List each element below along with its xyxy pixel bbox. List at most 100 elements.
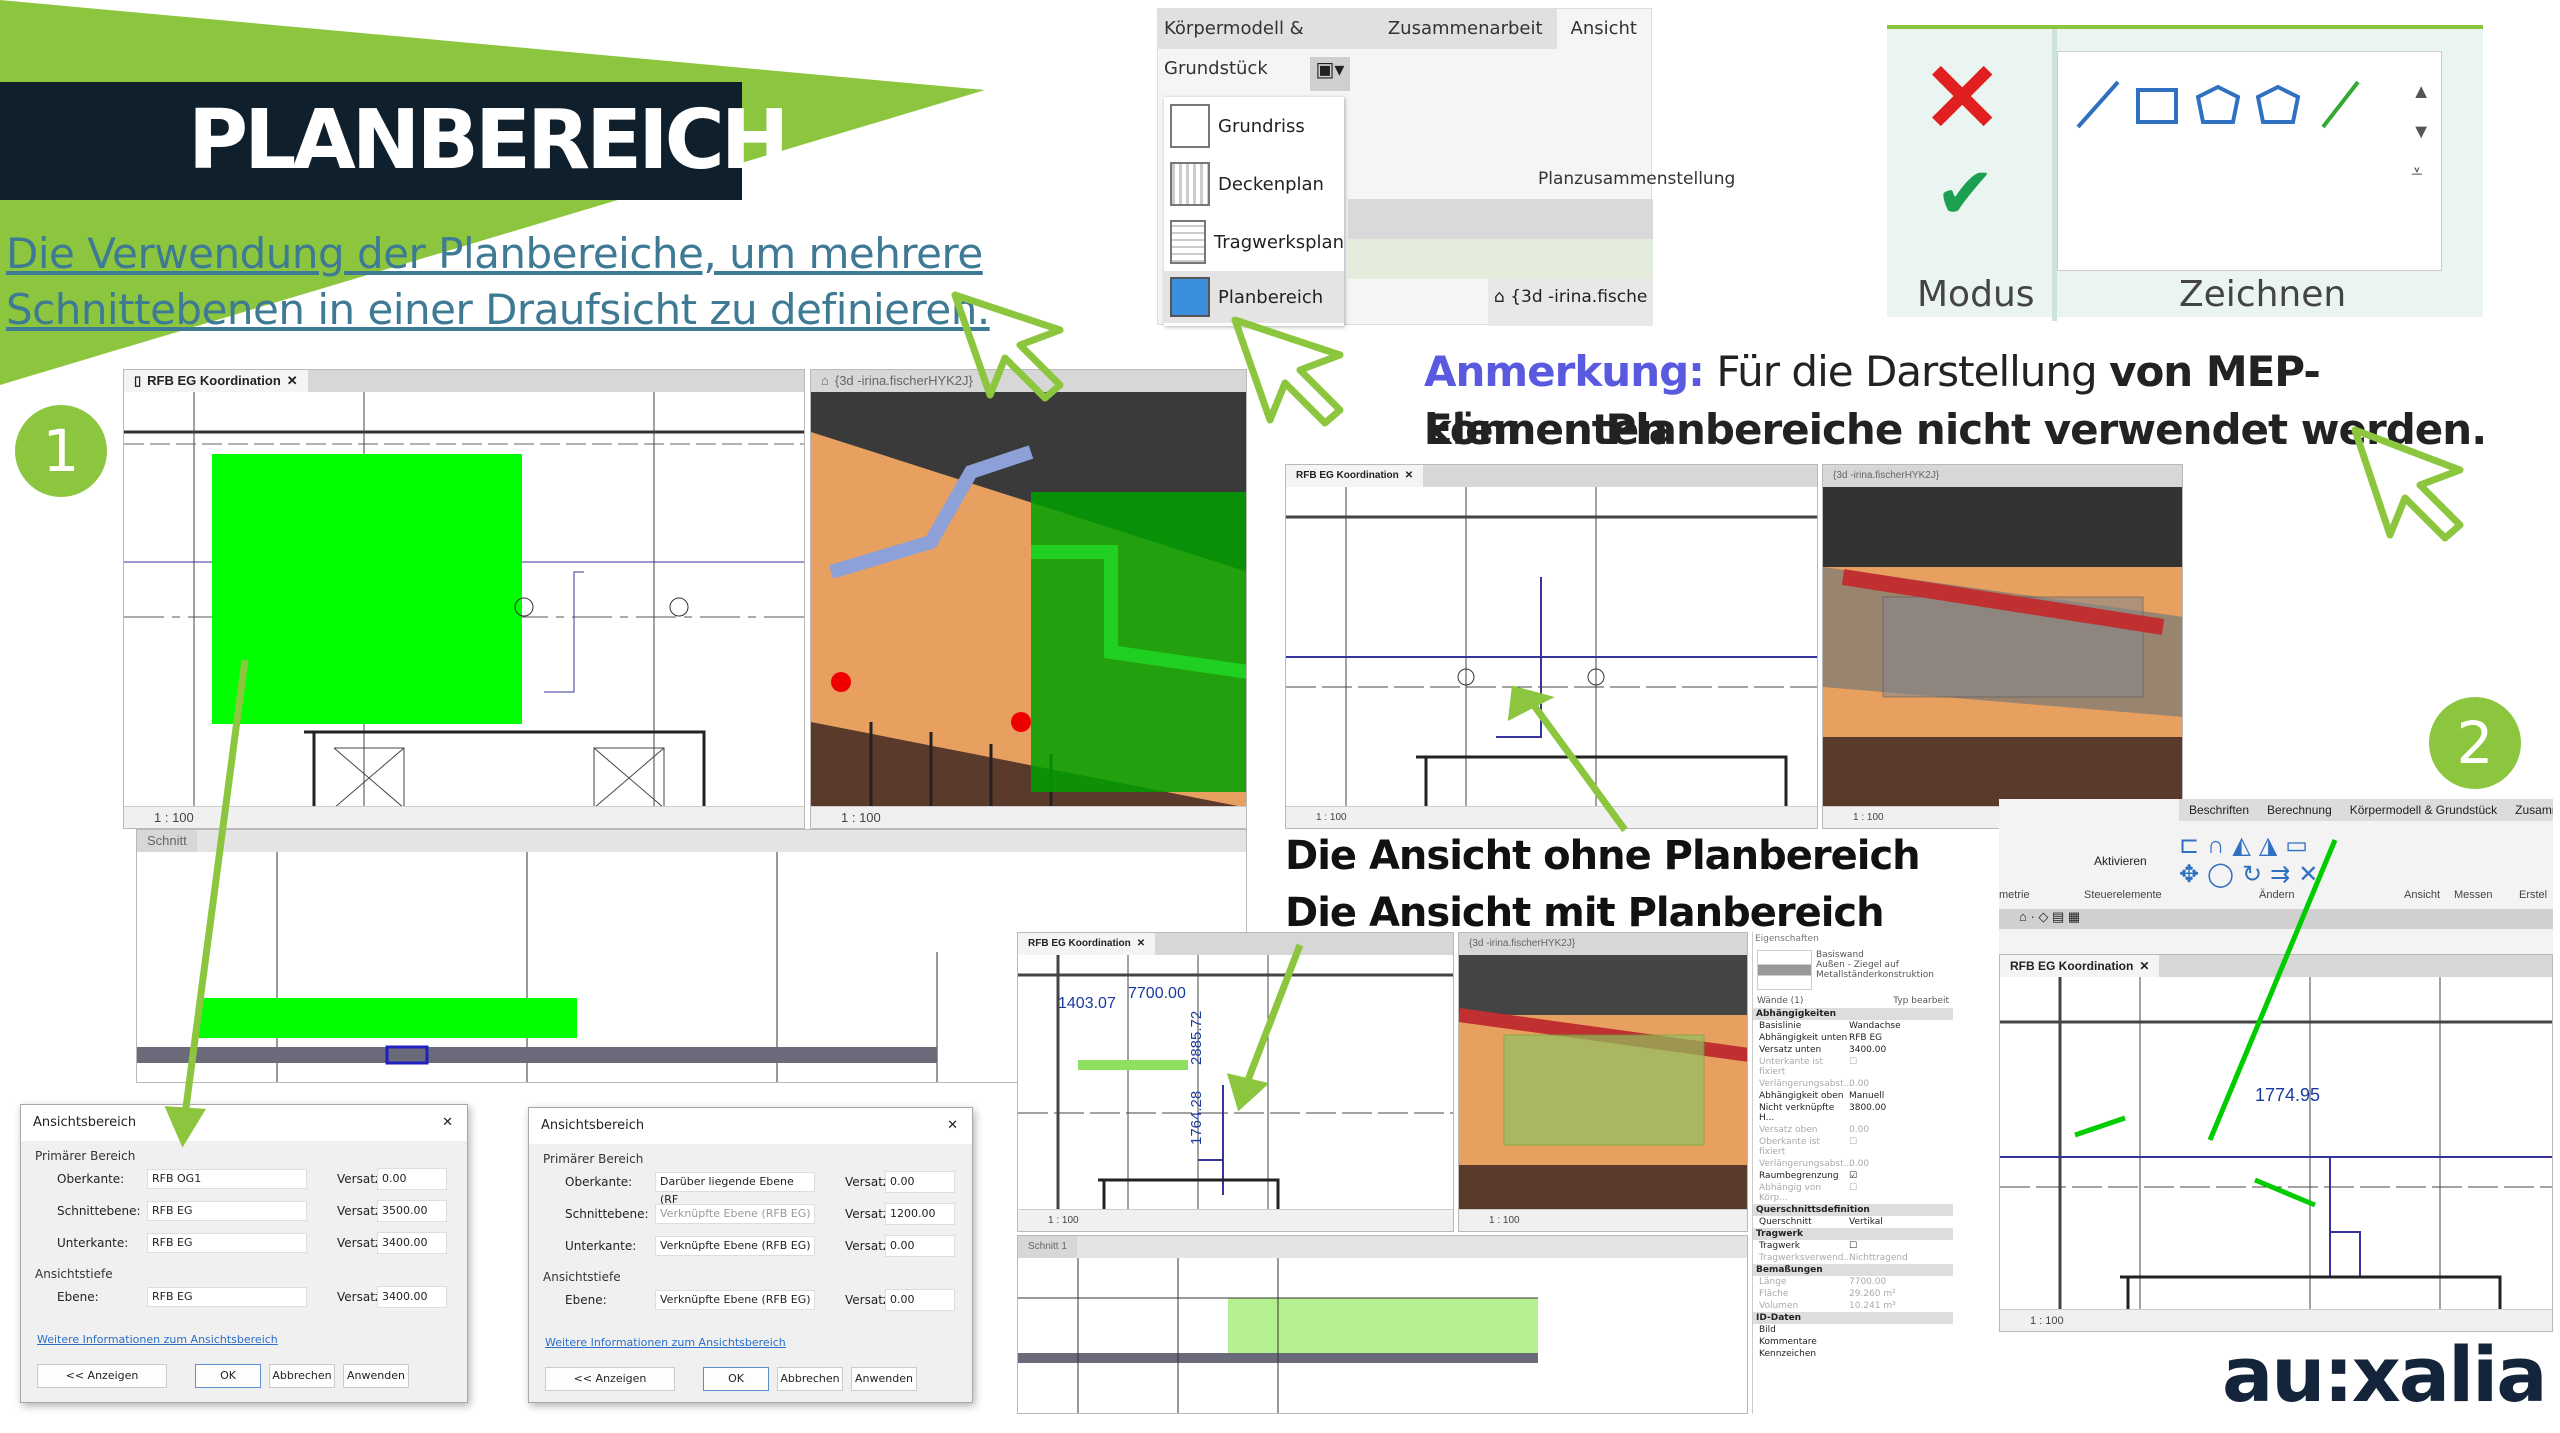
plan-view-tab[interactable]: ▯RFB EG Koordination✕ (124, 370, 308, 392)
tab-view[interactable]: Ansicht (1556, 9, 1651, 49)
ok-button[interactable]: OK (703, 1367, 769, 1391)
property-value[interactable]: 29.260 m² (1849, 1289, 1896, 1299)
property-row[interactable]: Kommentare (1753, 1336, 1953, 1348)
property-row[interactable]: Verlängerungsabst...0.00 (1753, 1158, 1953, 1170)
close-icon[interactable]: ✕ (947, 1118, 958, 1133)
apply-button[interactable]: Anwenden (343, 1364, 409, 1388)
plan-view-window-2[interactable]: RFB EG Koordination✕ 1 : 100 (1285, 464, 1818, 829)
view-control-bar[interactable]: 1 : 100 (1459, 1209, 1747, 1231)
property-value[interactable]: 0.00 (1849, 1079, 1870, 1089)
depth-offset-input[interactable]: 3400.00 (377, 1286, 447, 1308)
plan-views-menu[interactable]: Grundriss Deckenplan Tragwerksplan Planb… (1164, 97, 1344, 326)
dimension-label[interactable]: 7700.00 (1128, 985, 1186, 1002)
depth-offset-input[interactable]: 0.00 (885, 1289, 955, 1311)
property-group-header[interactable]: Bemaßungen (1753, 1264, 1953, 1276)
cancel-button[interactable]: Abbrechen (269, 1364, 335, 1388)
dimension-label[interactable]: 1764.28 (1188, 1090, 1205, 1145)
top-offset-input[interactable]: 0.00 (377, 1168, 447, 1190)
menu-item-structural-plan[interactable]: Tragwerksplan (1164, 213, 1344, 271)
view-control-bar[interactable]: 1 : 100 (2000, 1309, 2552, 1331)
scale-label[interactable]: 1 : 100 (154, 810, 194, 825)
3d-view-tab[interactable]: ⌂{3d -irina.fischerHYK2J} (811, 370, 983, 392)
bottom-offset-input[interactable]: 0.00 (885, 1235, 955, 1257)
cut-plane-offset-input[interactable]: 1200.00 (885, 1203, 955, 1225)
property-group-header[interactable]: Abhängigkeiten (1753, 1008, 1953, 1020)
property-row[interactable]: Unterkante ist fixiert☐ (1753, 1056, 1953, 1078)
edit-type-button[interactable]: Typ bearbeit (1893, 996, 1949, 1006)
depth-level-select[interactable]: Verknüpfte Ebene (RFB EG) (655, 1290, 815, 1310)
instance-filter[interactable]: Wände (1) (1757, 996, 1804, 1006)
property-group-header[interactable]: Tragwerk (1753, 1228, 1953, 1240)
view-control-bar[interactable]: 1 : 100 (1018, 1209, 1453, 1231)
section-view-tab[interactable]: Schnitt (137, 830, 197, 852)
property-row[interactable]: Tragwerk☐ (1753, 1240, 1953, 1252)
property-value[interactable]: 0.00 (1849, 1125, 1870, 1135)
ok-button[interactable]: OK (195, 1364, 261, 1388)
property-value[interactable]: ☐ (1849, 1183, 1858, 1193)
tab-annotate[interactable]: Beschriften (2189, 803, 2250, 817)
property-row[interactable]: Bild (1753, 1324, 1953, 1336)
property-value[interactable]: Manuell (1849, 1091, 1885, 1101)
tab-massing-site[interactable]: Körpermodell & Grundstück (1164, 18, 1304, 79)
property-value[interactable]: Wandachse (1849, 1021, 1901, 1031)
property-row[interactable]: Verlängerungsabst...0.00 (1753, 1078, 1953, 1090)
cancel-edit-icon[interactable]: ✕ (1922, 45, 2003, 152)
section-canvas[interactable] (1018, 1258, 1747, 1413)
tab-collaborate[interactable]: Zusammenarbeit (1387, 18, 1543, 39)
property-value[interactable]: 7700.00 (1849, 1277, 1887, 1287)
property-group-header[interactable]: ID-Daten (1753, 1312, 1953, 1324)
property-value[interactable]: RFB EG (1849, 1033, 1883, 1043)
subtitle-line-1[interactable]: Die Verwendung der Planbereiche, um mehr… (6, 229, 983, 278)
show-button[interactable]: << Anzeigen (545, 1367, 675, 1391)
plan-canvas[interactable] (1286, 487, 1817, 808)
gallery-scroll[interactable]: ▲▼⩡ (2411, 81, 2431, 183)
dimension-label[interactable]: 1774.95 (2255, 1085, 2321, 1105)
view-range-dialog-1[interactable]: Ansichtsbereich✕ Primärer Bereich Oberka… (20, 1104, 468, 1403)
property-value[interactable]: ☐ (1849, 1137, 1858, 1147)
top-offset-input[interactable]: 0.00 (885, 1171, 955, 1193)
bottom-level-select[interactable]: Verknüpfte Ebene (RFB EG) (655, 1236, 815, 1256)
depth-level-select[interactable]: RFB EG (147, 1287, 307, 1307)
ribbon-view-tab[interactable]: Körpermodell & Grundstück Zusammenarbeit… (1157, 8, 1735, 326)
tab-analyze[interactable]: Berechnung (2267, 803, 2332, 817)
view-range-dialog-2[interactable]: Ansichtsbereich✕ Primärer Bereich Oberka… (528, 1107, 973, 1403)
apply-button[interactable]: Anwenden (851, 1367, 917, 1391)
more-info-link[interactable]: Weitere Informationen zum Ansichtsbereic… (545, 1336, 786, 1349)
property-value[interactable]: 3800.00 (1849, 1103, 1887, 1113)
3d-view-tab[interactable]: {3d -irina.fischerHYK2J} (1459, 933, 1586, 955)
draw-tools-gallery[interactable]: ▲▼⩡ (2057, 51, 2442, 271)
plan-view-tab[interactable]: RFB EG Koordination✕ (2000, 955, 2160, 977)
property-value[interactable]: Nichttragend (1849, 1253, 1908, 1263)
property-group-header[interactable]: Querschnittsdefinition (1753, 1204, 1953, 1216)
top-level-select[interactable]: RFB OG1 (147, 1169, 307, 1189)
plan-views-dropdown[interactable]: ▣▾ (1310, 57, 1350, 91)
property-row[interactable]: Tragwerksverwend...Nichttragend (1753, 1252, 1953, 1264)
plan-view-window[interactable]: ▯RFB EG Koordination✕ 1 : 100 (123, 369, 805, 829)
plan-canvas[interactable]: 1774.95 (2000, 977, 2552, 1311)
scale-label[interactable]: 1 : 100 (841, 810, 881, 825)
3d-view-window-2[interactable]: {3d -irina.fischerHYK2J} 1 : 100 (1822, 464, 2183, 829)
close-icon[interactable]: ✕ (1136, 938, 1146, 949)
plan-canvas[interactable]: 1403.07 7700.00 2885.72 1764.28 (1018, 955, 1453, 1211)
subtitle-line-2[interactable]: Schnittebenen in einer Draufsicht zu def… (6, 285, 990, 334)
tab-massing-site[interactable]: Körpermodell & Grundstück (2349, 803, 2498, 817)
dimension-label[interactable]: 1403.07 (1058, 995, 1116, 1012)
cancel-button[interactable]: Abbrechen (777, 1367, 843, 1391)
3d-view-window-3[interactable]: {3d -irina.fischerHYK2J} 1 : 100 (1458, 932, 1748, 1232)
finish-edit-icon[interactable]: ✔ (1935, 154, 1996, 234)
3d-view-tab[interactable]: ⌂ {3d -irina.fische (1488, 279, 1653, 326)
plan-view-window-3[interactable]: RFB EG Koordination✕ 1403.07 7700.00 288… (1017, 932, 1454, 1232)
draw-tools-icons[interactable] (2058, 52, 2443, 142)
scale-label[interactable]: 1 : 100 (1048, 1215, 1079, 1226)
property-value[interactable]: ☐ (1849, 1241, 1858, 1251)
menu-item-ceiling-plan[interactable]: Deckenplan (1164, 155, 1344, 213)
section-view-window-3[interactable]: Schnitt 1 (1017, 1235, 1748, 1414)
